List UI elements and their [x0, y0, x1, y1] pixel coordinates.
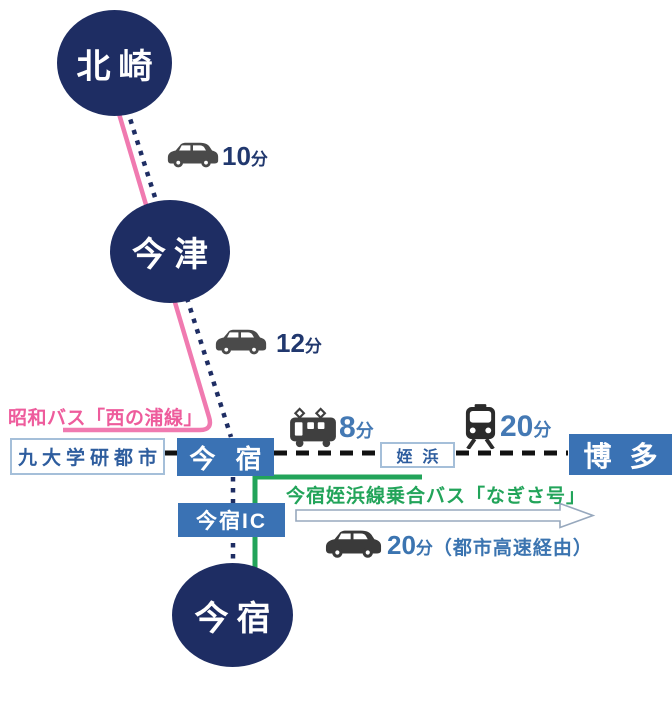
station-circle-imajuku: 今宿: [172, 563, 293, 667]
time-value: 20: [387, 530, 416, 560]
time-note: （都市高速経由）: [432, 538, 593, 559]
station-label-imajuku-station: 今宿: [194, 599, 279, 638]
car-icon: [325, 527, 382, 559]
station-label-meinohama: 姪浜: [396, 449, 449, 466]
tram-icon: [289, 407, 337, 449]
time-unit: 分: [355, 421, 374, 441]
station-box-hakata: 博多: [569, 434, 672, 475]
station-box-imajuku-ic: 今宿IC: [178, 503, 285, 537]
car-icon: [167, 139, 219, 169]
nagisa-bus-line: [252, 474, 422, 570]
time-unit: 分: [533, 420, 552, 440]
showa-bus-line: [63, 106, 213, 433]
car-icon: [215, 326, 267, 356]
station-box-meinohama: 姪浜: [380, 442, 455, 468]
station-box-kyudai-gakken-toshi: 九大学研都市: [10, 438, 165, 475]
time-unit: 分: [415, 539, 433, 558]
time-unit: 分: [250, 150, 268, 169]
time-value: 8: [339, 411, 356, 444]
time-value: 10: [222, 141, 251, 171]
station-label-imajuku-box: 今宿: [189, 443, 282, 474]
train-icon: [463, 404, 498, 450]
station-box-imajuku: 今宿: [177, 438, 274, 476]
time-unit: 分: [304, 337, 322, 356]
time-value: 20: [500, 410, 534, 443]
time-value: 12: [276, 328, 305, 358]
station-circle-kitazaki: 北崎: [57, 10, 172, 116]
station-label-imazu: 今津: [132, 236, 216, 274]
showa-bus-route-label: 昭和バス「西の浦線」: [8, 408, 204, 429]
right-arrow: [295, 502, 596, 529]
road-dotted-line-north: [124, 108, 234, 438]
station-label-imajuku-ic: 今宿IC: [196, 510, 267, 533]
nagisa-bus-route-label: 今宿姪浜線乗合バス「なぎさ号」: [286, 486, 587, 507]
station-label-kyudai: 九大学研都市: [17, 448, 162, 469]
station-label-kitazaki: 北崎: [76, 47, 161, 86]
station-label-hakata: 博多: [583, 440, 672, 472]
station-circle-imazu: 今津: [110, 200, 230, 303]
